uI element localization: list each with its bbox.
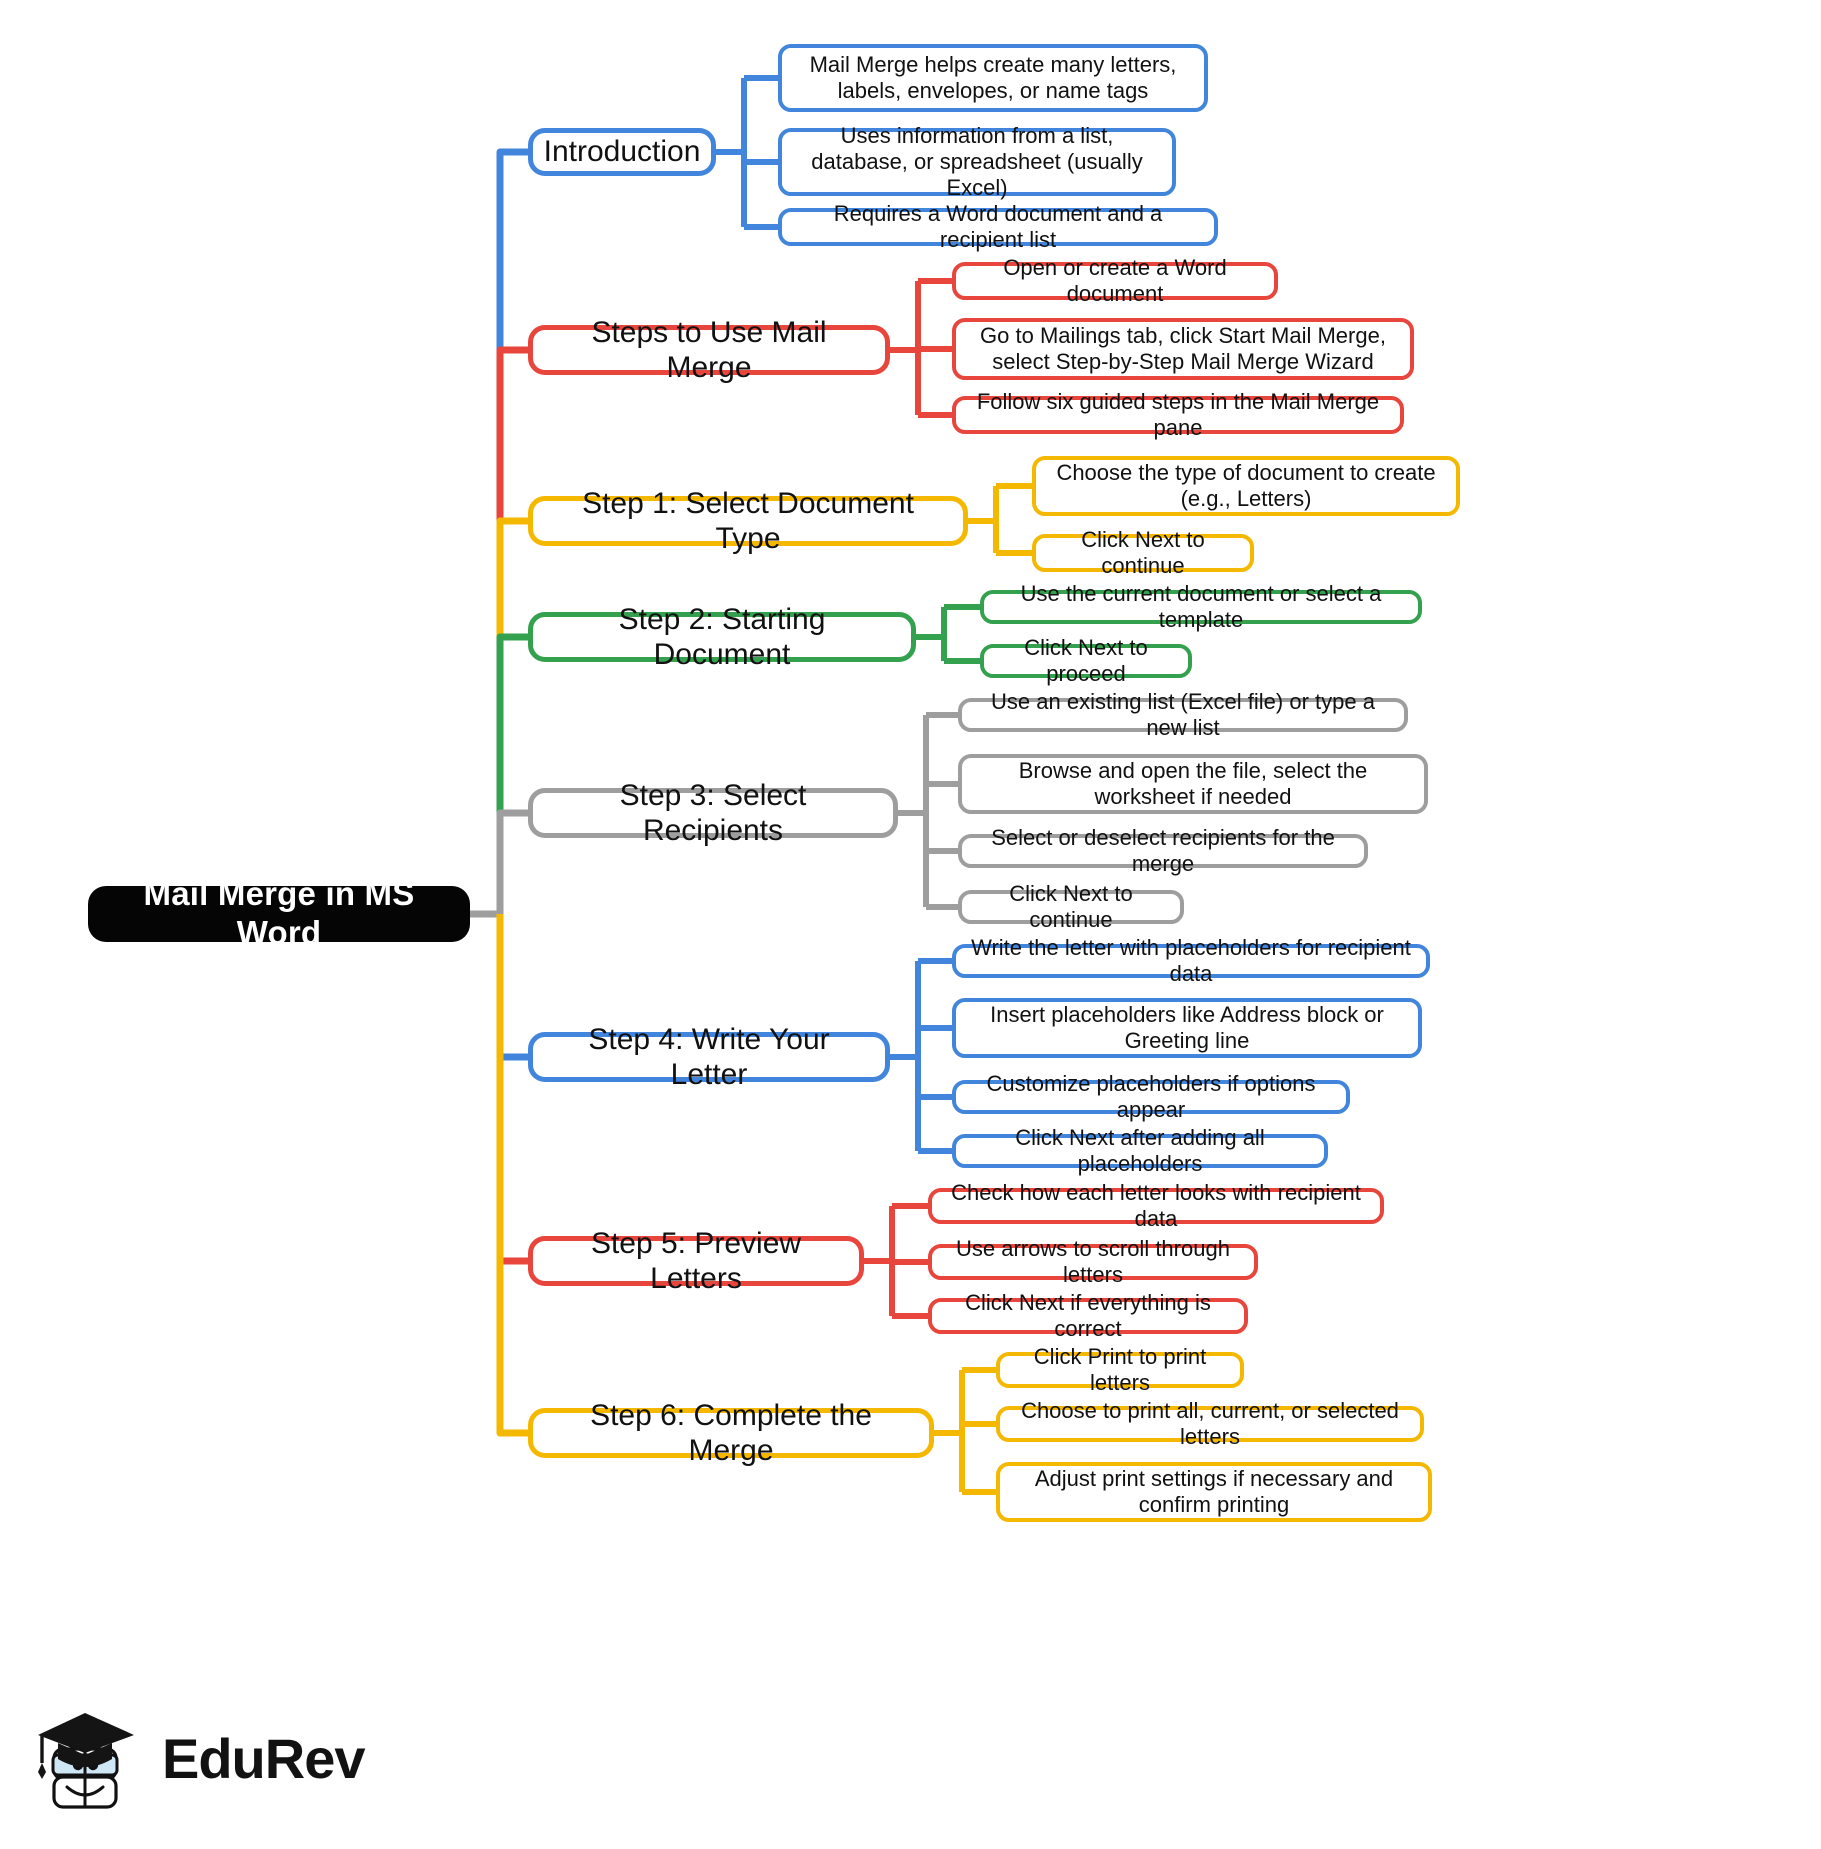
leaf-node-introduction-3[interactable]: Requires a Word document and a recipient… — [778, 201, 1218, 252]
branch-node-step-5-preview-letters[interactable]: Step 5: Preview Letters — [528, 1227, 864, 1295]
leaf-node-introduction-1[interactable]: Mail Merge helps create many letters, la… — [778, 44, 1208, 112]
leaf-node-step-3-select-recipients-1[interactable]: Use an existing list (Excel file) or typ… — [958, 689, 1408, 740]
leaf-node-step-6-complete-the-merge-1[interactable]: Click Print to print letters — [996, 1344, 1244, 1395]
leaf-node-step-5-preview-letters-2[interactable]: Use arrows to scroll through letters — [928, 1236, 1258, 1287]
leaf-node-steps-to-use-mail-merge-3[interactable]: Follow six guided steps in the Mail Merg… — [952, 389, 1404, 440]
leaf-node-step-5-preview-letters-3[interactable]: Click Next if everything is correct — [928, 1290, 1248, 1341]
branch-node-introduction[interactable]: Introduction — [528, 128, 716, 176]
leaf-node-steps-to-use-mail-merge-2[interactable]: Go to Mailings tab, click Start Mail Mer… — [952, 318, 1414, 380]
leaf-node-step-4-write-your-letter-3[interactable]: Customize placeholders if options appear — [952, 1071, 1350, 1122]
root-node[interactable]: Mail Merge in MS Word — [88, 875, 470, 951]
leaf-node-step-2-starting-document-1[interactable]: Use the current document or select a tem… — [980, 581, 1422, 632]
edurev-wordmark: EduRev — [162, 1727, 365, 1790]
branch-node-step-4-write-your-letter[interactable]: Step 4: Write Your Letter — [528, 1023, 890, 1091]
leaf-node-step-5-preview-letters-1[interactable]: Check how each letter looks with recipie… — [928, 1180, 1384, 1231]
leaf-node-step-1-select-document-type-1[interactable]: Choose the type of document to create (e… — [1032, 456, 1460, 516]
leaf-node-step-4-write-your-letter-4[interactable]: Click Next after adding all placeholders — [952, 1125, 1328, 1176]
branch-node-steps-to-use-mail-merge[interactable]: Steps to Use Mail Merge — [528, 316, 890, 384]
leaf-node-step-3-select-recipients-2[interactable]: Browse and open the file, select the wor… — [958, 754, 1428, 814]
branch-node-step-6-complete-the-merge[interactable]: Step 6: Complete the Merge — [528, 1399, 934, 1467]
leaf-node-introduction-2[interactable]: Uses information from a list, database, … — [778, 123, 1176, 200]
leaf-node-step-4-write-your-letter-2[interactable]: Insert placeholders like Address block o… — [952, 998, 1422, 1058]
leaf-node-step-2-starting-document-2[interactable]: Click Next to proceed — [980, 635, 1192, 686]
leaf-node-step-6-complete-the-merge-3[interactable]: Adjust print settings if necessary and c… — [996, 1462, 1432, 1522]
leaf-node-steps-to-use-mail-merge-1[interactable]: Open or create a Word document — [952, 255, 1278, 306]
branch-node-step-1-select-document-type[interactable]: Step 1: Select Document Type — [528, 487, 968, 555]
branch-node-step-3-select-recipients[interactable]: Step 3: Select Recipients — [528, 779, 898, 847]
edurev-logo: EduRev — [36, 1700, 366, 1818]
leaf-node-step-3-select-recipients-3[interactable]: Select or deselect recipients for the me… — [958, 825, 1368, 876]
leaf-node-step-3-select-recipients-4[interactable]: Click Next to continue — [958, 881, 1184, 932]
leaf-node-step-4-write-your-letter-1[interactable]: Write the letter with placeholders for r… — [952, 935, 1430, 986]
graduation-cap-mascot-icon — [38, 1713, 134, 1809]
branch-node-step-2-starting-document[interactable]: Step 2: Starting Document — [528, 603, 916, 671]
leaf-node-step-6-complete-the-merge-2[interactable]: Choose to print all, current, or selecte… — [996, 1398, 1424, 1449]
leaf-node-step-1-select-document-type-2[interactable]: Click Next to continue — [1032, 527, 1254, 578]
